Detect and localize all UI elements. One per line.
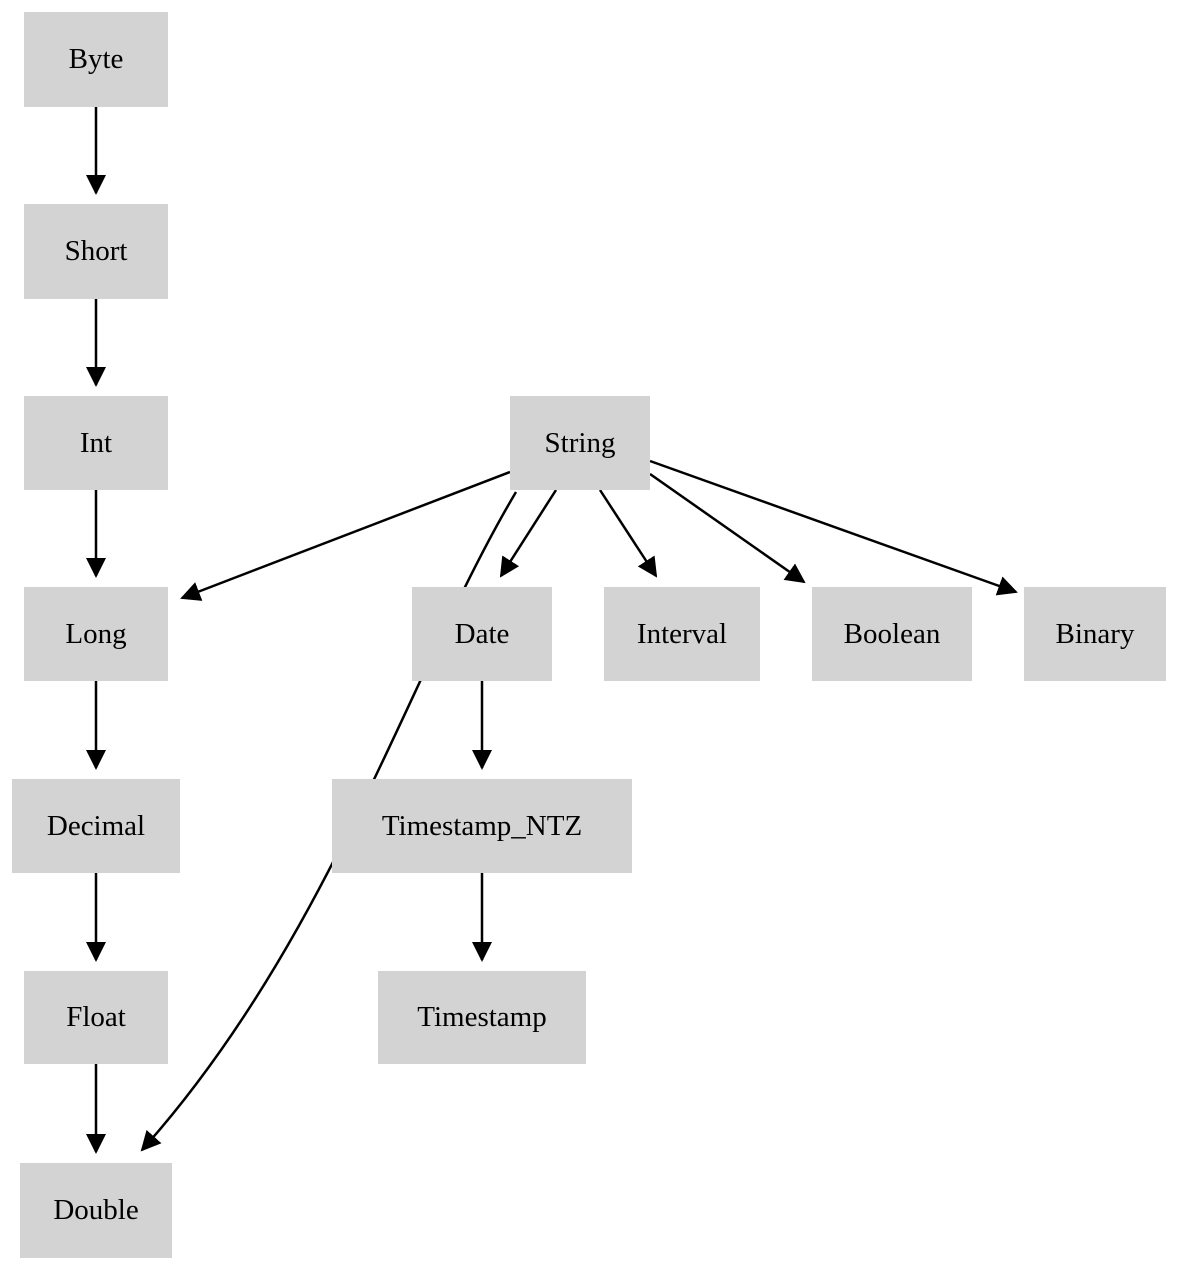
- node-short: Short: [24, 204, 168, 299]
- node-decimal: Decimal: [12, 779, 180, 873]
- node-double: Double: [20, 1163, 172, 1258]
- node-timestamp-ntz: Timestamp_NTZ: [332, 779, 632, 873]
- edge-string-long: [180, 470, 511, 601]
- node-byte: Byte: [24, 12, 168, 107]
- node-date: Date: [412, 587, 552, 681]
- node-boolean: Boolean: [812, 587, 972, 681]
- edge-string-binary: [649, 459, 1018, 596]
- edge-string-date: [499, 489, 558, 578]
- node-interval: Interval: [604, 587, 760, 681]
- node-long: Long: [24, 587, 168, 681]
- node-binary: Binary: [1024, 587, 1166, 681]
- node-string: String: [510, 396, 650, 490]
- node-float: Float: [24, 971, 168, 1064]
- edge-string-boolean: [649, 472, 806, 584]
- node-int: Int: [24, 396, 168, 490]
- edge-string-interval: [598, 489, 658, 578]
- node-timestamp: Timestamp: [378, 971, 586, 1064]
